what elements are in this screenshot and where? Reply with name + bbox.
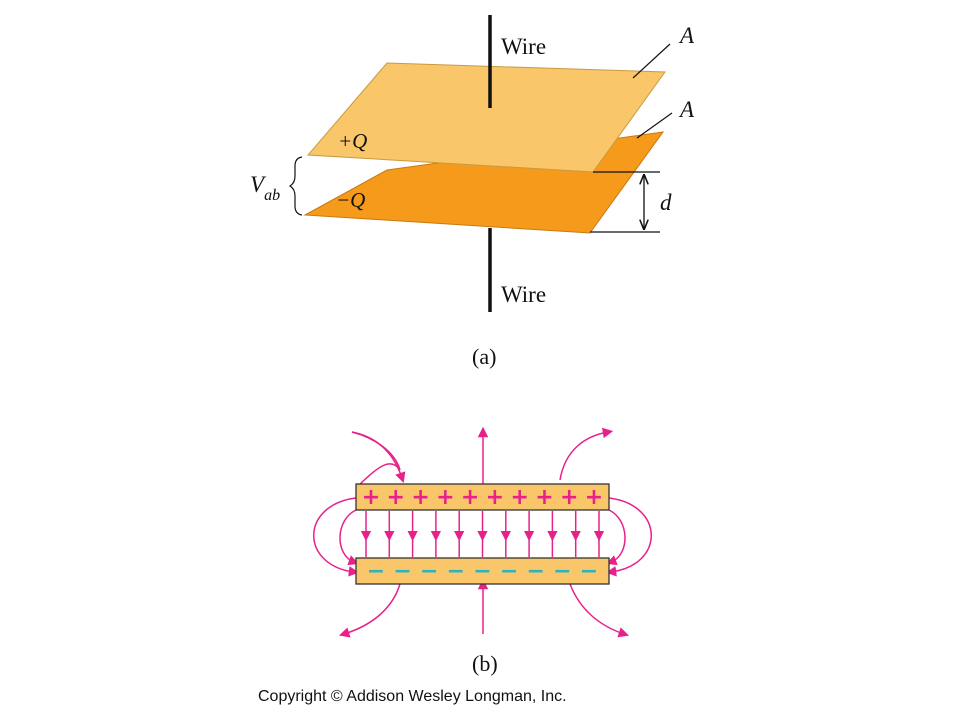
bottom-area-leader xyxy=(636,112,673,139)
left-side-loop xyxy=(313,497,360,577)
minus-sign: − xyxy=(367,559,385,584)
left-outer-fringe-bottom xyxy=(338,583,401,638)
minus-sign: − xyxy=(447,559,465,584)
minus-sign: − xyxy=(393,559,411,584)
plus-sign: + xyxy=(486,485,504,510)
left-outer-fringe-top-arrow xyxy=(351,431,406,483)
minus-sign: − xyxy=(527,559,545,584)
top-area-leader xyxy=(632,43,671,79)
copyright-notice: Copyright © Addison Wesley Longman, Inc. xyxy=(258,688,567,705)
bottom-wire-label: Wire xyxy=(501,282,546,307)
minus-sign-row: −−−−−−−−− xyxy=(367,559,598,584)
positive-plate xyxy=(355,483,610,511)
top-plate-area-label: A xyxy=(678,23,695,48)
voltage-brace xyxy=(288,156,303,216)
field-lines xyxy=(313,426,652,638)
right-inner-loop xyxy=(606,509,626,566)
top-wire-label: Wire xyxy=(501,34,546,59)
bottom-plate-charge: −Q xyxy=(336,188,365,212)
caption-b: (b) xyxy=(472,651,498,676)
plus-sign: + xyxy=(535,485,553,510)
plus-sign: + xyxy=(387,485,405,510)
figure-b: ++++++++++ −−−−−−−−− (b) xyxy=(313,426,652,676)
minus-sign: − xyxy=(420,559,438,584)
minus-sign: − xyxy=(473,559,491,584)
minus-sign: − xyxy=(553,559,571,584)
plus-sign-row: ++++++++++ xyxy=(362,485,603,510)
caption-a: (a) xyxy=(472,344,496,369)
minus-sign: − xyxy=(580,559,598,584)
right-outer-fringe-bottom xyxy=(569,583,629,638)
plus-sign: + xyxy=(362,485,380,510)
negative-plate xyxy=(355,557,610,585)
plus-sign: + xyxy=(436,485,454,510)
right-outer-fringe-top xyxy=(559,427,614,481)
separation-label: d xyxy=(660,190,672,215)
right-side-loop xyxy=(605,497,652,577)
plus-sign: + xyxy=(510,485,528,510)
figure-a: Wire Wire A A +Q −Q Vab d (a) xyxy=(250,15,695,369)
top-plate-charge: +Q xyxy=(338,129,367,153)
interior-field-lines xyxy=(360,511,605,557)
minus-sign: − xyxy=(500,559,518,584)
left-inner-loop xyxy=(339,509,359,566)
plus-sign: + xyxy=(560,485,578,510)
bottom-plate-area-label: A xyxy=(678,97,695,122)
voltage-label: Vab xyxy=(250,172,280,204)
plus-sign: + xyxy=(411,485,429,510)
plus-sign: + xyxy=(585,485,603,510)
plus-sign: + xyxy=(461,485,479,510)
